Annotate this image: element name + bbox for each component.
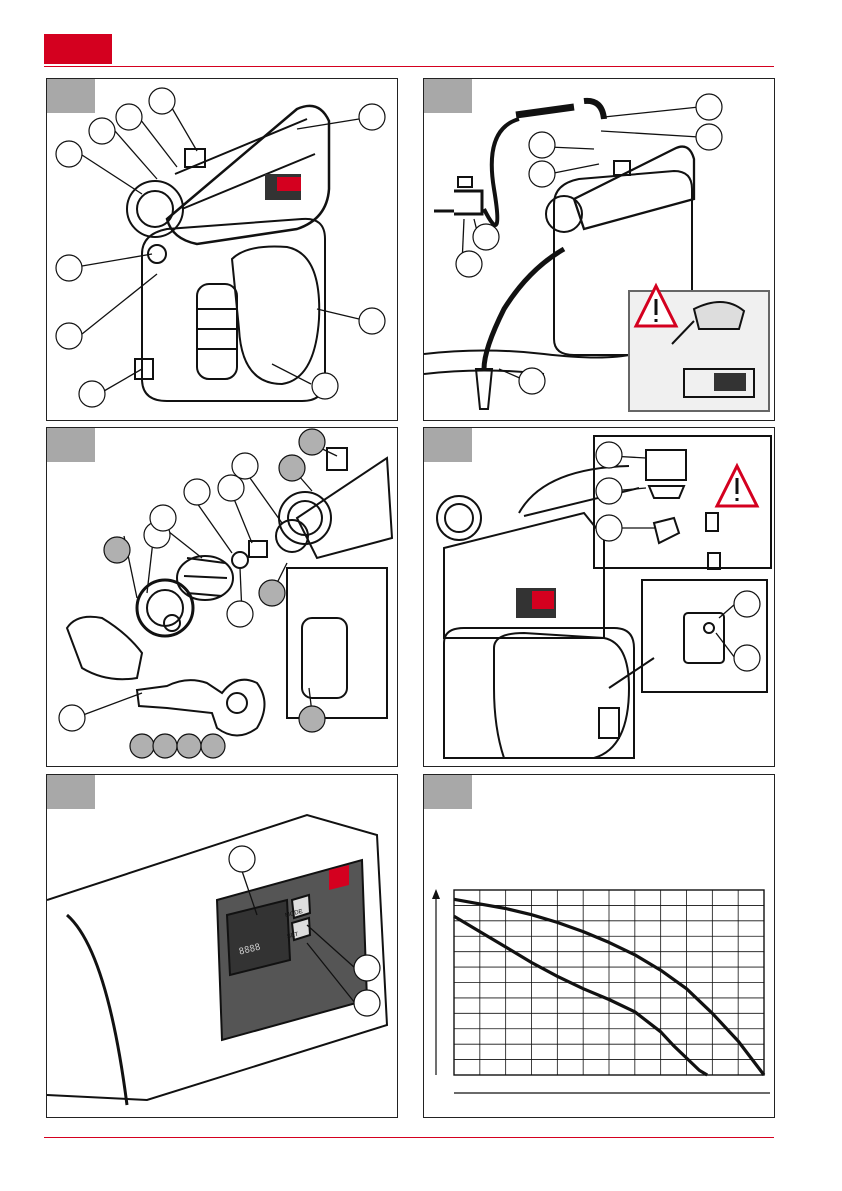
series-line-2 <box>454 916 707 1075</box>
figure-4-filling <box>423 427 775 767</box>
figure-6-performance-chart <box>423 774 775 1118</box>
pump-drawing <box>47 79 397 420</box>
water-tap-icon <box>434 177 482 214</box>
figure-3-exploded-view <box>46 427 398 767</box>
exploded-drawing <box>47 428 397 766</box>
header-rule <box>44 66 774 67</box>
installation-drawing <box>424 79 774 420</box>
footer-rule <box>44 1137 774 1138</box>
chapter-tab <box>44 34 112 64</box>
figure-1-pump-overview <box>46 78 398 421</box>
y-axis-arrow <box>432 889 440 899</box>
figure-5-control-panel: MODE SET 8888 <box>46 774 398 1118</box>
warning-triangle-icon <box>717 466 757 506</box>
figure-2-installation <box>423 78 775 421</box>
performance-chart <box>424 775 774 1117</box>
filling-drawing <box>424 428 774 766</box>
control-panel-drawing <box>47 775 397 1117</box>
